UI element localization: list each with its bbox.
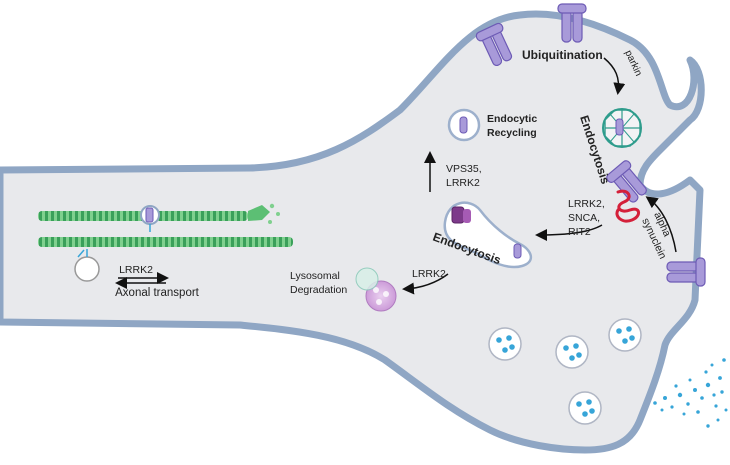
lrrk2-axonal-label: LRRK2 (119, 264, 153, 276)
microtubule-fraying-end (248, 205, 270, 221)
ubiquitination-label: Ubiquitination (522, 48, 603, 62)
motor-cargo (140, 205, 160, 232)
alpha-synuclein-icon (615, 189, 640, 223)
vps35-line1: VPS35, (446, 163, 482, 175)
lysosomal-line1: Lysosomal (290, 270, 340, 282)
neurotransmitter-release (653, 358, 728, 428)
vesicle (608, 318, 642, 352)
recycling-vesicle (447, 108, 481, 142)
lrrk2-snca-line2: SNCA, (568, 212, 600, 224)
microtubule-lower (38, 237, 293, 247)
alpha-synuclein-arrow (645, 196, 677, 253)
bidirectional-arrow (115, 272, 169, 289)
lrrk2-snca-line1: LRRK2, (568, 198, 605, 210)
receptor-top-left (475, 22, 513, 67)
lysosome (355, 267, 397, 312)
vesicle (555, 335, 589, 369)
lrrk2-snca-arrow (535, 224, 603, 241)
vesicle-axonal (74, 249, 100, 282)
receptor-top (557, 3, 587, 43)
vesicle (488, 327, 522, 361)
vesicle (568, 391, 602, 425)
lrrk2-degradation-label: LRRK2 (412, 268, 446, 280)
vps35-line2: LRRK2 (446, 177, 480, 189)
receptor-lower-right (666, 257, 706, 287)
clathrin-coated-vesicle (602, 108, 642, 148)
synaptic-vesicles (488, 318, 642, 425)
lrrk2-snca-line3: RIT2 (568, 226, 591, 238)
degradation-arrow (402, 273, 449, 295)
parkin-arrow (603, 57, 626, 95)
lysosomal-line2: Degradation (290, 284, 347, 296)
endocytic-recycling-line1: Endocytic (487, 113, 537, 125)
endocytic-recycling-line2: Recycling (487, 127, 537, 139)
axonal-transport-label: Axonal transport (115, 287, 200, 299)
endosome (443, 201, 532, 269)
neuron-membrane (0, 10, 705, 454)
